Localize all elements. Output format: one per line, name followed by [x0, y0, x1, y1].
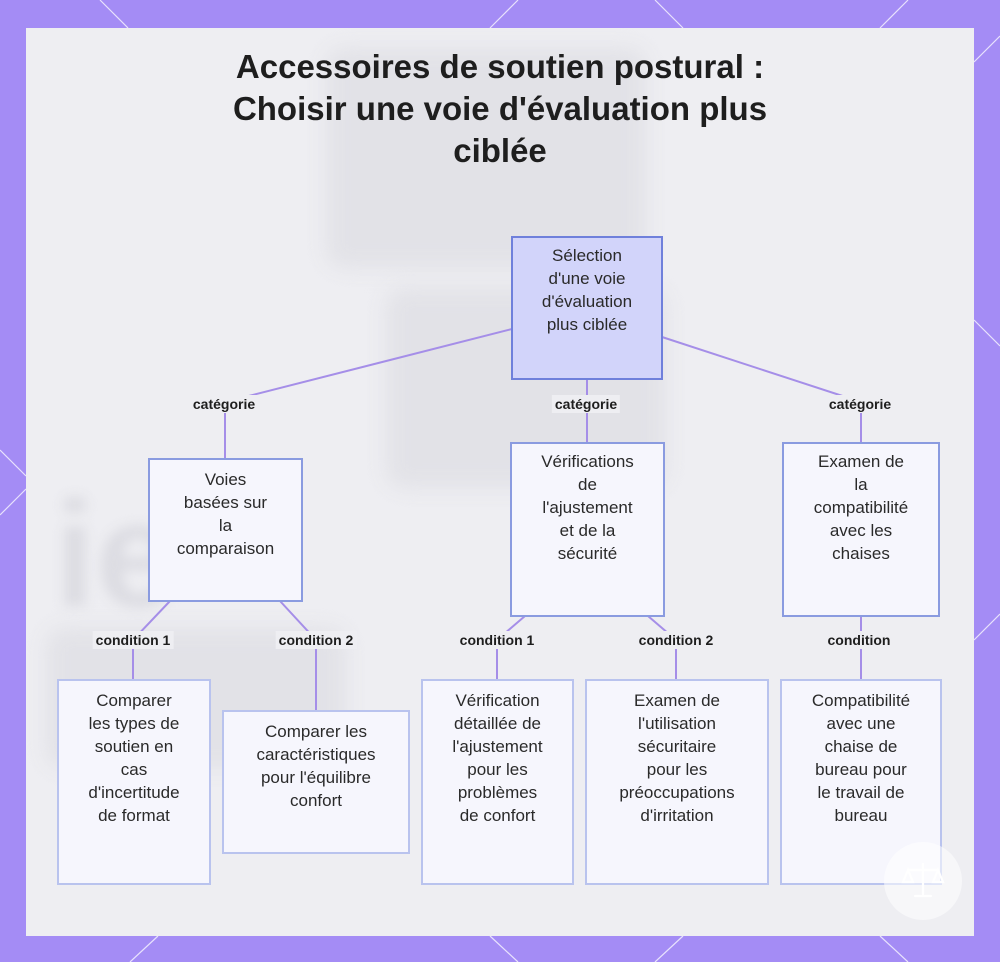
edge-label-condition-2a: condition 1 [456, 631, 538, 649]
title-line-2: Choisir une voie d'évaluation plus [232, 90, 768, 128]
leaf-compare-features-label: Comparer les caractéristiques pour l'équ… [256, 722, 376, 810]
balance-scale-icon-glyph [901, 862, 945, 898]
title-line-3: ciblée [453, 132, 547, 170]
edge-label-category-1: catégorie [189, 395, 259, 413]
edge-label-category-2: catégorie [551, 395, 621, 413]
node-fit-safety: Vérifications de l'ajustement et de la s… [510, 442, 665, 617]
edge-label-condition-1b: condition 2 [275, 631, 357, 649]
leaf-office-chair-label: Compatibilité avec une chaise de bureau … [811, 691, 911, 825]
edge-label-category-3: catégorie [825, 395, 895, 413]
leaf-compare-types-label: Comparer les types de soutien en cas d'i… [88, 691, 180, 825]
leaf-safe-use: Examen de l'utilisation sécuritaire pour… [585, 679, 769, 885]
leaf-fit-check-label: Vérification détaillée de l'ajustement p… [452, 691, 543, 825]
leaf-compare-features: Comparer les caractéristiques pour l'équ… [222, 710, 410, 854]
edge-label-condition-1a: condition 1 [92, 631, 174, 649]
node-comparison-label: Voies basées sur la comparaison [176, 470, 275, 558]
edge-label-condition-2b: condition 2 [635, 631, 717, 649]
node-chair-compat-label: Examen de la compatibilité avec les chai… [813, 452, 909, 563]
title-line-1: Accessoires de soutien postural : [235, 48, 765, 85]
balance-scale-icon [884, 842, 962, 920]
leaf-compare-types: Comparer les types de soutien en cas d'i… [57, 679, 211, 885]
leaf-fit-check: Vérification détaillée de l'ajustement p… [421, 679, 574, 885]
edge-root-chair [661, 336, 862, 403]
node-root-label: Sélection d'une voie d'évaluation plus c… [541, 246, 633, 334]
node-chair-compat: Examen de la compatibilité avec les chai… [782, 442, 940, 617]
edge-root-comparison [224, 328, 513, 403]
diagram-title: Accessoires de soutien postural : Choisi… [180, 46, 820, 173]
node-fit-safety-label: Vérifications de l'ajustement et de la s… [541, 452, 634, 563]
background-blur [326, 48, 646, 268]
node-root: Sélection d'une voie d'évaluation plus c… [511, 236, 663, 380]
edge-label-condition-3: condition [824, 631, 894, 649]
leaf-safe-use-label: Examen de l'utilisation sécuritaire pour… [619, 691, 735, 825]
node-comparison: Voies basées sur la comparaison [148, 458, 303, 602]
